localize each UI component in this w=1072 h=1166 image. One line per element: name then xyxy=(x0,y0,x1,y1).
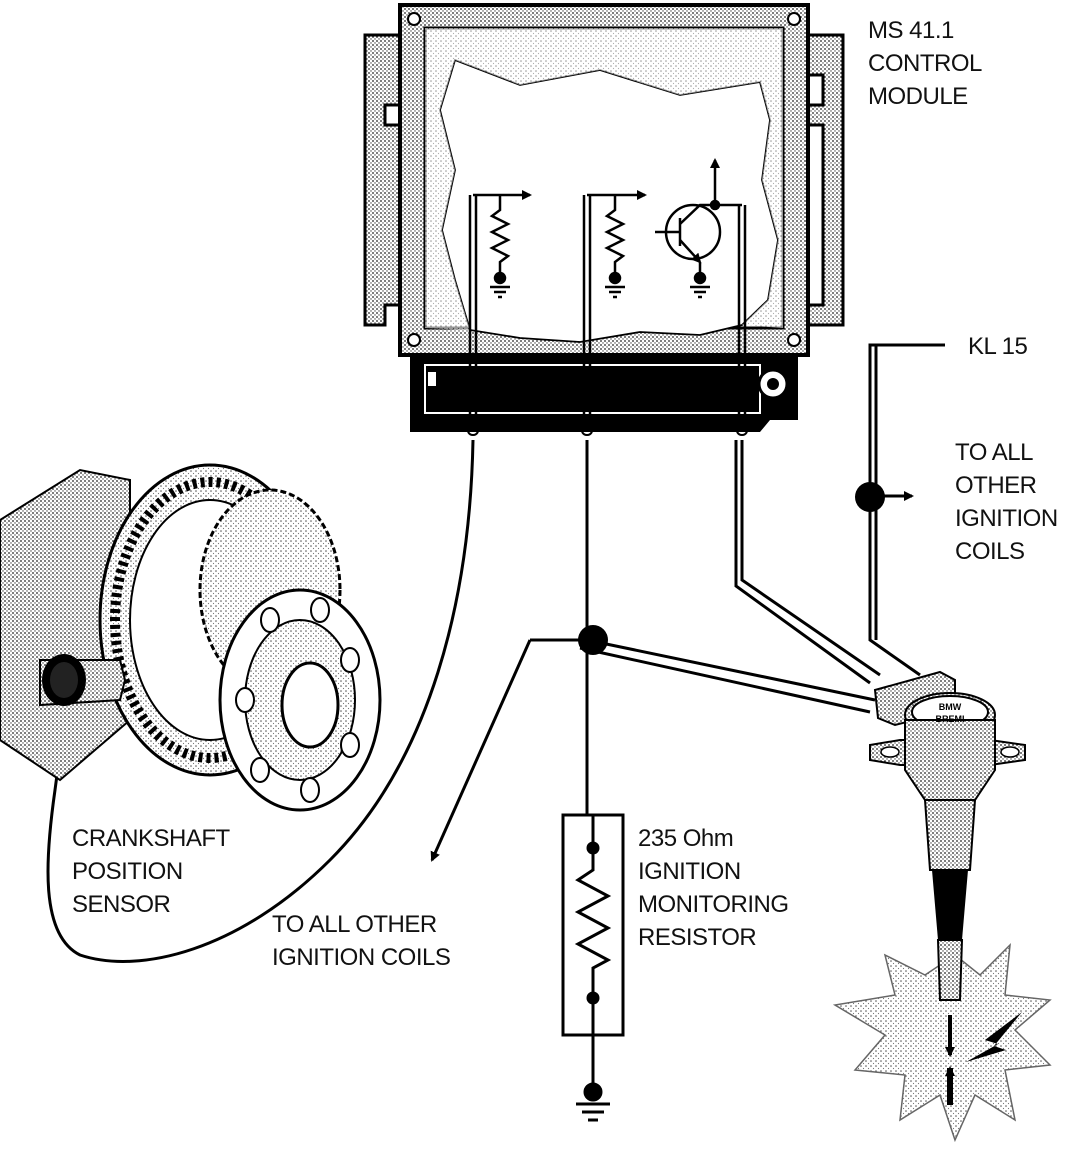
crankshaft-sensor-label: CRANKSHAFT POSITION SENSOR xyxy=(72,822,230,921)
control-module xyxy=(363,3,845,432)
kl15-junction-dot xyxy=(855,482,885,512)
label-line: CRANKSHAFT xyxy=(72,825,230,852)
label-line: IGNITION xyxy=(955,505,1058,532)
label-line: OTHER xyxy=(955,472,1037,499)
coil-brand-text-2: BREMI xyxy=(936,714,965,724)
label-line: COILS xyxy=(955,538,1025,565)
monitoring-resistor-label: 235 Ohm IGNITION MONITORING RESISTOR xyxy=(638,822,789,954)
to-all-other-coils-right-label: TO ALL OTHER IGNITION COILS xyxy=(955,436,1058,568)
label-line: IGNITION xyxy=(638,858,741,885)
internal-circuit-1 xyxy=(468,190,532,425)
control-module-label: MS 41.1 CONTROL MODULE xyxy=(868,14,982,113)
label-line: TO ALL xyxy=(955,439,1033,466)
wiring xyxy=(46,343,945,1085)
connector-pins xyxy=(466,424,749,437)
lightning-icon xyxy=(966,1012,1022,1062)
label-line: 235 Ohm xyxy=(638,825,734,852)
label-line: MS 41.1 xyxy=(868,17,954,44)
ignition-coil: BMW BREMI xyxy=(832,670,1052,1143)
monitoring-resistor xyxy=(561,813,625,1037)
label-line: MONITORING xyxy=(638,891,789,918)
label-line: IGNITION COILS xyxy=(272,944,451,971)
crankshaft-assembly xyxy=(0,463,382,812)
label-line: POSITION xyxy=(72,858,183,885)
label-line: TO ALL OTHER xyxy=(272,911,437,938)
ground-icon xyxy=(576,1082,610,1122)
driver-transistor xyxy=(655,158,747,425)
label-line: SENSOR xyxy=(72,891,171,918)
kl15-label: KL 15 xyxy=(968,333,1028,360)
screw-icon xyxy=(407,12,801,347)
coil-brand-text: BMW xyxy=(939,702,962,712)
spark-burst-icon xyxy=(832,942,1052,1143)
to-all-other-coils-bottom-label: TO ALL OTHER IGNITION COILS xyxy=(272,908,451,974)
label-line: MODULE xyxy=(868,83,968,110)
label-line: CONTROL xyxy=(868,50,982,77)
internal-circuit-2 xyxy=(582,190,647,425)
label-line: RESISTOR xyxy=(638,924,757,951)
junction-dot xyxy=(578,625,608,655)
